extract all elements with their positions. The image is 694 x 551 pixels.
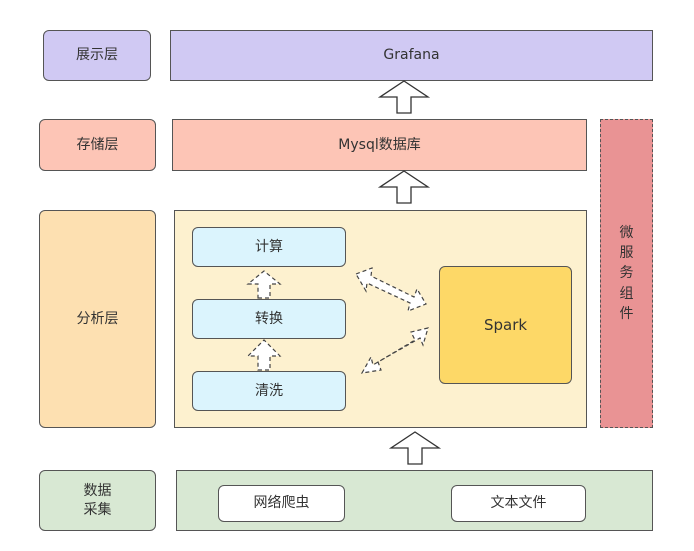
analysis-layer-label-text: 分析层 bbox=[76, 310, 119, 327]
mysql-box: Mysql数据库 bbox=[172, 119, 587, 171]
step-clean: 清洗 bbox=[192, 371, 346, 411]
analysis-layer-label: 分析层 bbox=[39, 210, 156, 428]
mysql-text: Mysql数据库 bbox=[338, 136, 421, 153]
arrow-up-mysql-to-grafana bbox=[377, 80, 431, 114]
source-web-crawler-text: 网络爬虫 bbox=[253, 495, 310, 512]
step-compute-text: 计算 bbox=[255, 238, 283, 255]
step-transform-text: 转换 bbox=[255, 310, 283, 327]
arrow-up-analysis-to-mysql bbox=[377, 170, 431, 204]
step-clean-text: 清洗 bbox=[255, 382, 283, 399]
source-text-files: 文本文件 bbox=[451, 485, 586, 522]
microservice-char: 服 bbox=[619, 245, 634, 262]
step-transform: 转换 bbox=[192, 299, 346, 339]
microservice-char: 组 bbox=[619, 285, 634, 302]
microservice-char: 务 bbox=[619, 265, 634, 282]
presentation-layer-label: 展示层 bbox=[43, 30, 151, 81]
collection-label-line1: 数据 bbox=[83, 482, 112, 499]
source-text-files-text: 文本文件 bbox=[490, 495, 547, 512]
storage-layer-label: 存储层 bbox=[39, 119, 156, 171]
grafana-box: Grafana bbox=[170, 30, 653, 81]
grafana-text: Grafana bbox=[383, 47, 440, 64]
microservice-char: 微 bbox=[619, 224, 634, 241]
spark-text: Spark bbox=[483, 315, 528, 334]
presentation-layer-label-text: 展示层 bbox=[76, 47, 118, 64]
collection-label-line2: 采集 bbox=[83, 501, 112, 518]
arrow-up-collection-to-analysis bbox=[388, 431, 442, 465]
spark-box: Spark bbox=[439, 266, 572, 384]
microservice-char: 件 bbox=[619, 305, 634, 322]
storage-layer-label-text: 存储层 bbox=[76, 136, 119, 153]
step-compute: 计算 bbox=[192, 227, 346, 267]
collection-layer-label: 数据 采集 bbox=[39, 470, 156, 531]
microservice-component: 微 服 务 组 件 bbox=[600, 119, 653, 428]
source-web-crawler: 网络爬虫 bbox=[218, 485, 345, 522]
